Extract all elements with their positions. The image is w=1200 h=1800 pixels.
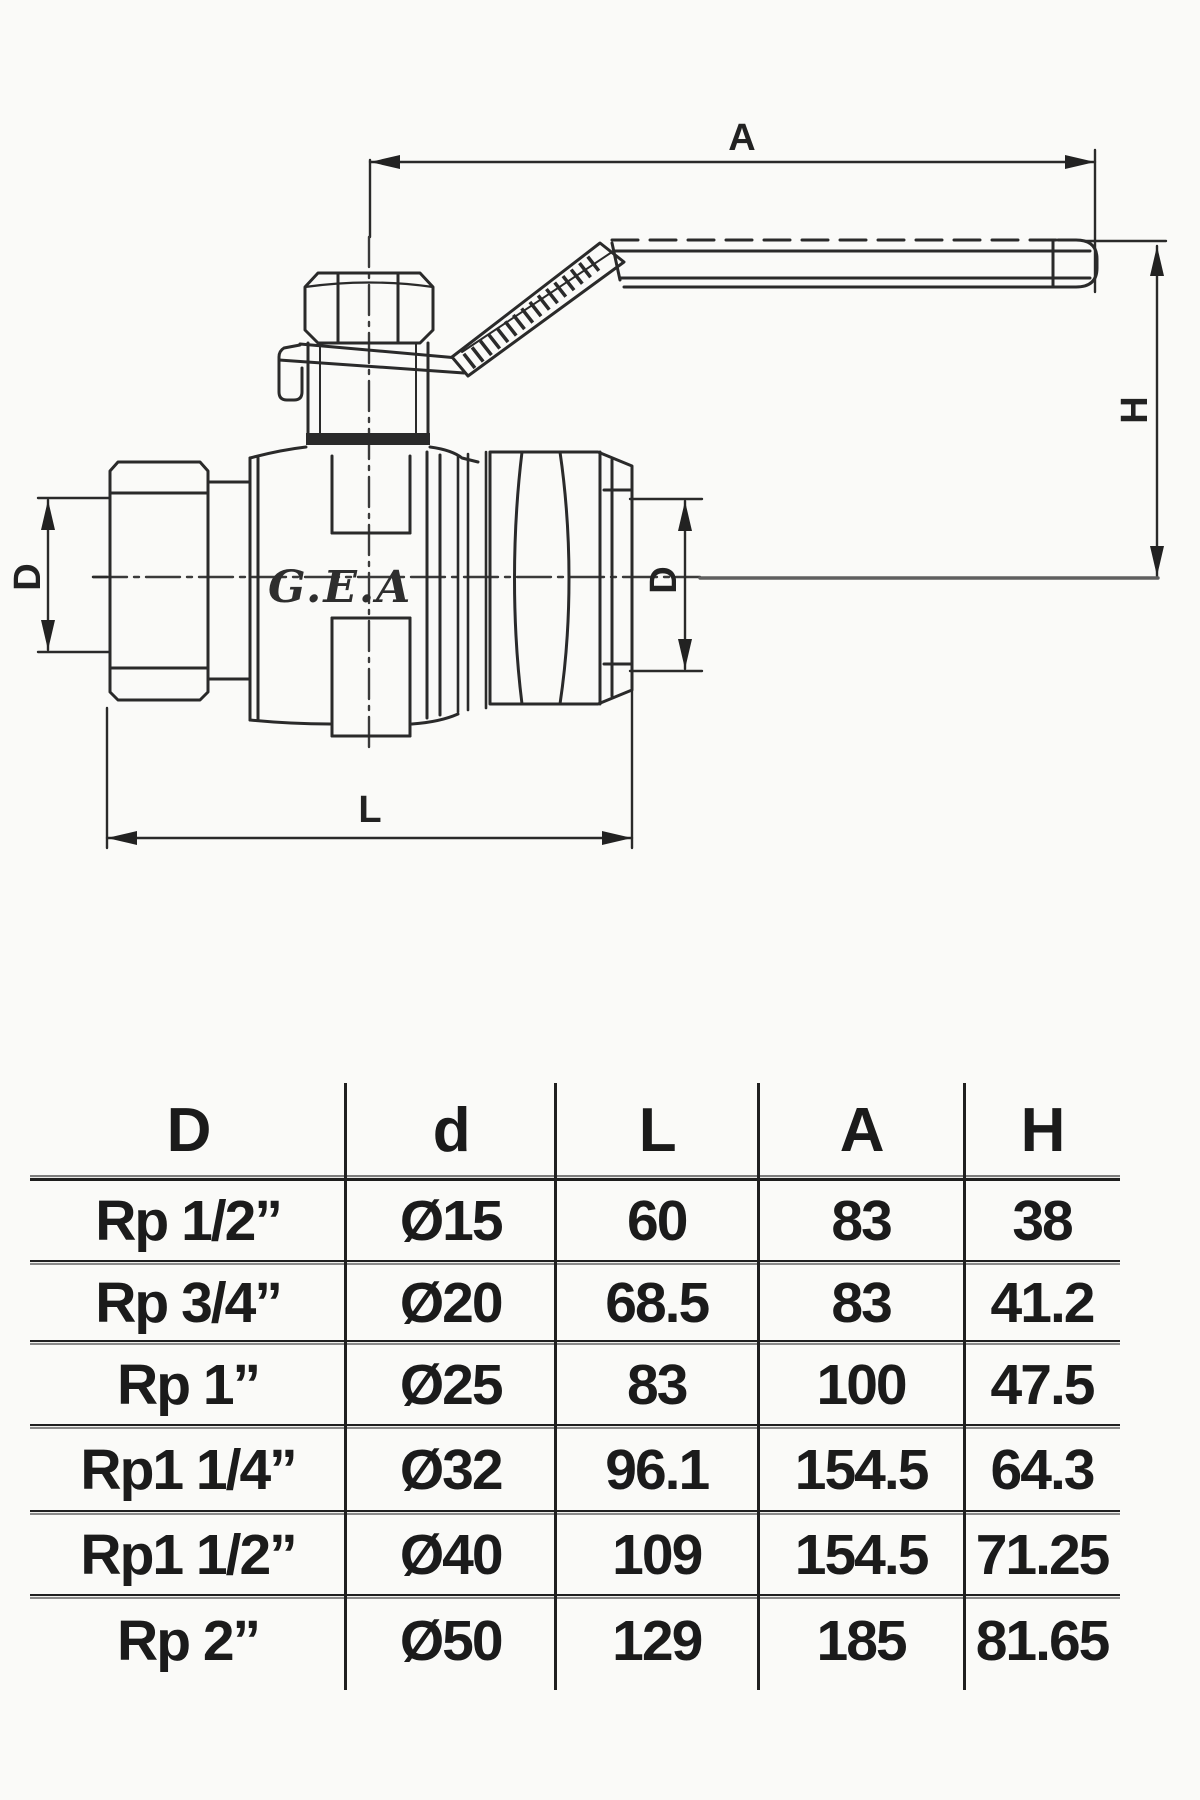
table-cell: Ø40	[399, 1523, 504, 1587]
header-separator	[30, 1175, 1120, 1182]
table-cell: Rp 2”	[117, 1609, 261, 1673]
row-separator	[30, 1510, 1120, 1516]
table-cell: 100	[816, 1353, 908, 1417]
table-body: Rp 1/2” Ø15 60 83 38 Rp 3/4” Ø20 68.5 83…	[30, 1182, 1120, 1690]
table-cell: 41.2	[990, 1271, 1096, 1335]
table-cell: 83	[831, 1271, 892, 1335]
dim-label-L: L	[358, 789, 381, 831]
dimension-H	[1084, 239, 1168, 578]
table-row: Rp1 1/2” Ø40 109 154.5 71.25	[30, 1516, 1120, 1594]
dimension-A	[368, 148, 1097, 294]
table-cell: 81.65	[975, 1609, 1111, 1673]
table-cell: 38	[1012, 1189, 1073, 1253]
column-divider	[554, 1083, 557, 1690]
dimension-L	[105, 664, 634, 850]
column-divider	[963, 1083, 966, 1690]
dimension-D-left	[36, 496, 112, 654]
dim-label-H: H	[1114, 396, 1156, 423]
table-cell: 60	[627, 1189, 688, 1253]
table-cell: 68.5	[605, 1271, 710, 1335]
row-separator	[30, 1260, 1120, 1266]
table-cell: 109	[612, 1523, 703, 1587]
dimension-D-right	[628, 497, 704, 673]
table-cell: Ø50	[399, 1609, 504, 1673]
dim-label-D-left: D	[7, 563, 49, 590]
table-cell: 64.3	[990, 1438, 1096, 1502]
table-cell: 154.5	[794, 1438, 930, 1502]
handle	[277, 238, 1099, 402]
brand-logo-text: G.E.A	[268, 562, 412, 613]
valve-drawing: A H D D L G.E.A	[7, 117, 1168, 850]
stem-nut	[303, 271, 435, 345]
centerline	[91, 575, 1160, 580]
body-center	[248, 445, 480, 738]
header-L: L	[638, 1096, 677, 1165]
table-cell: Ø32	[399, 1438, 504, 1502]
table-cell: Rp 3/4”	[95, 1271, 283, 1335]
header-d: d	[432, 1096, 471, 1165]
table-cell: 154.5	[794, 1523, 930, 1587]
row-separator	[30, 1340, 1120, 1346]
table-cell: 96.1	[605, 1438, 710, 1502]
left-end-cap	[108, 460, 210, 702]
dim-label-A: A	[728, 117, 755, 159]
table-row: Rp1 1/4” Ø32 96.1 154.5 64.3	[30, 1430, 1120, 1510]
table-cell: 71.25	[975, 1523, 1111, 1587]
table-row: Rp 3/4” Ø20 68.5 83 41.2	[30, 1266, 1120, 1340]
dim-label-D-right: D	[643, 566, 685, 593]
table-cell: 83	[831, 1189, 892, 1253]
column-divider	[757, 1083, 760, 1690]
table-cell: Ø25	[399, 1353, 504, 1417]
header-D: D	[166, 1096, 212, 1165]
header-A: A	[839, 1096, 885, 1165]
table-cell: Rp 1/2”	[95, 1189, 283, 1253]
table-cell: 83	[627, 1353, 688, 1417]
union-rings	[456, 450, 488, 714]
right-union-nut	[488, 450, 634, 706]
row-separator	[30, 1594, 1120, 1600]
header-H: H	[1020, 1096, 1066, 1165]
dimension-table: D d L A H Rp 1/2” Ø15 60 83 38 Rp 3/4” Ø…	[30, 1083, 1120, 1690]
table-cell: 47.5	[990, 1353, 1096, 1417]
table-cell: Ø15	[399, 1189, 504, 1253]
table-cell: Rp1 1/4”	[80, 1438, 297, 1502]
table-cell: Rp 1”	[117, 1353, 261, 1417]
table-row: Rp 1” Ø25 83 100 47.5	[30, 1346, 1120, 1424]
column-divider	[344, 1083, 347, 1690]
table-row: Rp 2” Ø50 129 185 81.65	[30, 1600, 1120, 1690]
table-cell: 129	[612, 1609, 703, 1673]
stem	[306, 341, 430, 445]
table-row: Rp 1/2” Ø15 60 83 38	[30, 1182, 1120, 1260]
table-header-row: D d L A H	[30, 1083, 1120, 1175]
left-neck	[206, 480, 252, 681]
table-cell: Rp1 1/2”	[80, 1523, 297, 1587]
row-separator	[30, 1424, 1120, 1430]
table-cell: Ø20	[399, 1271, 504, 1335]
table-cell: 185	[816, 1609, 908, 1673]
